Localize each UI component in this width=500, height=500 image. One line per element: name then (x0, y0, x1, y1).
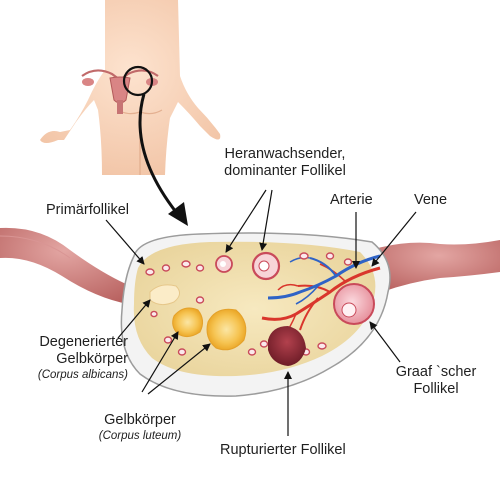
label-vene-text: Vene (414, 192, 448, 208)
corpus-albicans (149, 284, 180, 306)
ligament-left (0, 227, 128, 304)
label-graaf-line2: Follikel (413, 381, 459, 397)
torso-silhouette (40, 0, 221, 175)
label-degenerierter-line2: Gelbkörper (56, 351, 128, 367)
label-primaerfollikel-text: Primärfollikel (46, 202, 129, 218)
label-heranwachsender-follikel: Heranwachsender, dominanter Follikel (205, 146, 365, 180)
label-heranwachsender-line2: dominanter Follikel (224, 163, 346, 179)
label-primaerfollikel: Primärfollikel (46, 202, 129, 219)
label-graafscher-follikel: Graaf `scher Follikel (384, 364, 488, 398)
label-gelbkoerper-text: Gelbkörper (104, 412, 176, 428)
label-graaf-line1: Graaf `scher (395, 364, 477, 380)
label-rupturierter-follikel: Rupturierter Follikel (220, 442, 346, 459)
label-corpus-luteum: (Corpus luteum) (98, 430, 182, 442)
corpus-luteum (172, 307, 247, 351)
label-degenerierter-gelbkoerper: Degenerierter Gelbkörper (Corpus albican… (2, 334, 128, 382)
zoom-arrow (138, 93, 178, 213)
leader-lines (105, 189, 417, 436)
zoom-arrowhead (168, 202, 188, 226)
magnifier-circle (122, 65, 154, 97)
label-arterie-text: Arterie (330, 192, 373, 208)
label-rupturierter-text: Rupturierter Follikel (220, 442, 346, 458)
label-heranwachsender-line1: Heranwachsender, (224, 146, 346, 162)
label-degenerierter-line1: Degenerierter (39, 334, 128, 350)
graafian-follicle (333, 283, 375, 325)
label-gelbkoerper: Gelbkörper (Corpus luteum) (80, 412, 200, 443)
label-vene: Vene (414, 192, 447, 209)
ruptured-follicle (268, 326, 306, 366)
label-corpus-albicans: (Corpus albicans) (37, 369, 128, 381)
ligament-right (378, 240, 500, 292)
growing-follicles (215, 251, 281, 281)
label-arterie: Arterie (330, 192, 373, 209)
ovary (120, 232, 391, 397)
